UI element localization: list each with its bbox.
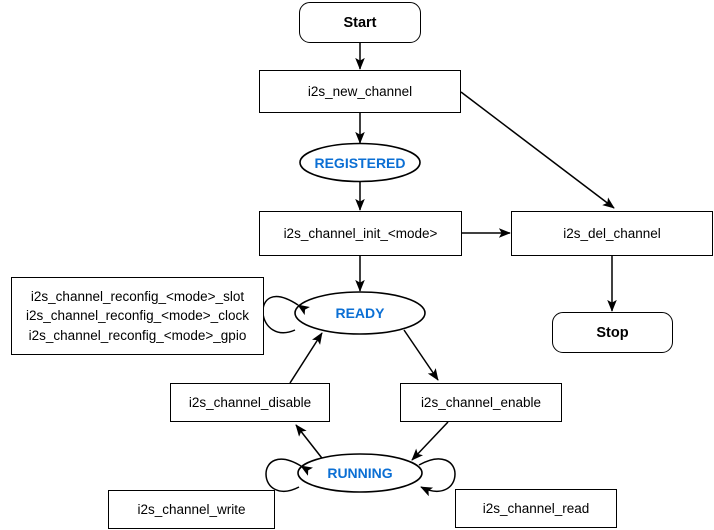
node-state-ready[interactable]: READY: [295, 292, 425, 334]
node-i2s-channel-reconfig[interactable]: i2s_channel_reconfig_<mode>_slot i2s_cha…: [11, 277, 264, 355]
node-i2s-del-channel-label: i2s_del_channel: [563, 225, 661, 241]
node-i2s-channel-read-label: i2s_channel_read: [482, 500, 590, 516]
node-i2s-new-channel[interactable]: i2s_new_channel: [259, 70, 461, 113]
node-state-registered-label: REGISTERED: [314, 154, 406, 171]
node-start-label: Start: [343, 14, 377, 31]
node-stop-label: Stop: [596, 324, 629, 341]
node-i2s-channel-init-label: i2s_channel_init_<mode>: [283, 225, 438, 241]
edge-channel-disable-to-ready: [289, 332, 323, 384]
registered-ellipse: [299, 142, 421, 183]
node-state-registered[interactable]: REGISTERED: [298, 142, 422, 183]
node-i2s-channel-write[interactable]: i2s_channel_write: [108, 490, 275, 529]
node-i2s-channel-write-label: i2s_channel_write: [137, 501, 246, 517]
reconfig-line-gpio: i2s_channel_reconfig_<mode>_gpio: [28, 327, 247, 343]
node-i2s-channel-disable-label: i2s_channel_disable: [188, 394, 312, 410]
node-stop[interactable]: Stop: [552, 312, 673, 353]
reconfig-line-slot: i2s_channel_reconfig_<mode>_slot: [30, 289, 245, 305]
edge-ready-self-loop: [262, 295, 310, 334]
edge-new-channel-to-del-channel: [460, 91, 615, 209]
node-state-ready-label: READY: [335, 305, 385, 321]
node-state-running[interactable]: RUNNING: [299, 454, 421, 492]
node-i2s-channel-disable[interactable]: i2s_channel_disable: [170, 383, 330, 422]
edge-ready-to-channel-enable: [403, 329, 439, 381]
node-i2s-del-channel[interactable]: i2s_del_channel: [511, 211, 713, 256]
node-state-running-label: RUNNING: [327, 465, 393, 481]
node-i2s-channel-init[interactable]: i2s_channel_init_<mode>: [259, 211, 462, 256]
reconfig-line-clock: i2s_channel_reconfig_<mode>_clock: [26, 308, 249, 324]
node-start[interactable]: Start: [299, 2, 421, 43]
edge-running-self-loop-right: [418, 458, 456, 497]
node-i2s-channel-read[interactable]: i2s_channel_read: [455, 489, 617, 528]
node-i2s-new-channel-label: i2s_new_channel: [307, 83, 413, 99]
node-i2s-channel-enable-label: i2s_channel_enable: [420, 394, 542, 410]
edge-running-self-loop-left: [265, 458, 313, 492]
node-i2s-channel-enable[interactable]: i2s_channel_enable: [400, 383, 562, 422]
